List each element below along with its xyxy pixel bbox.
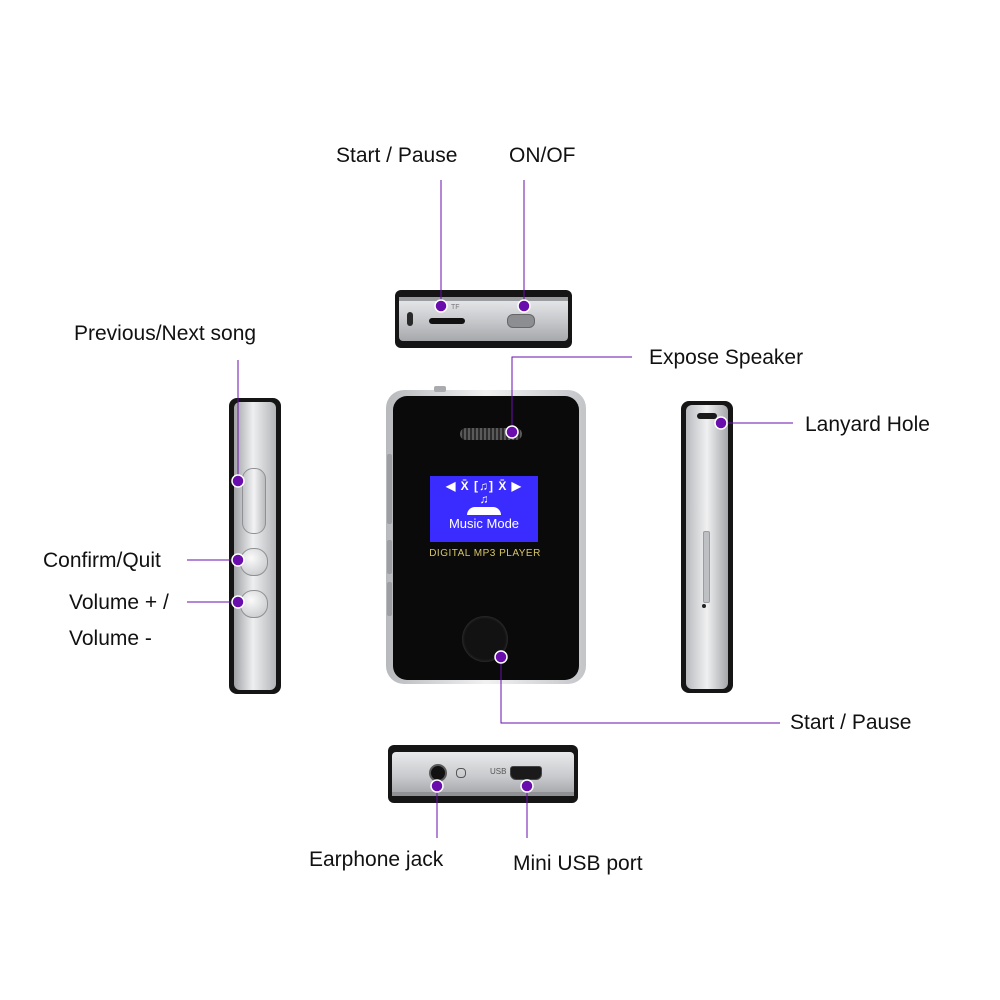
label-start-pause-top: Start / Pause — [336, 144, 458, 167]
side-seam — [703, 531, 710, 603]
label-volume-plus: Volume + / — [69, 591, 169, 614]
front-start-pause-button[interactable] — [462, 616, 508, 662]
screen-icon-row: ◀ X̄ [♫] X̄ ▶ — [446, 479, 522, 493]
top-view-device: TF — [395, 290, 572, 348]
label-expose-speaker: Expose Speaker — [649, 346, 804, 369]
right-side-device — [681, 401, 733, 693]
headphone-icon — [456, 768, 466, 778]
screen-base-shape — [467, 507, 501, 515]
brand-text: DIGITAL MP3 PLAYER — [429, 548, 541, 559]
tf-card-slot[interactable] — [429, 318, 465, 324]
bottom-view-device: USB — [388, 745, 578, 803]
prev-next-rocker[interactable] — [242, 468, 266, 534]
confirm-quit-button[interactable] — [240, 548, 268, 576]
mini-usb-port[interactable] — [510, 766, 542, 780]
label-previous-next-song: Previous/Next song — [74, 322, 257, 345]
front-device: ◀ X̄ [♫] X̄ ▶ ♫ Music Mode DIGITAL MP3 P… — [386, 386, 586, 686]
label-earphone-jack: Earphone jack — [309, 848, 444, 871]
tf-slot-mark: TF — [451, 304, 460, 311]
lcd-screen: ◀ X̄ [♫] X̄ ▶ ♫ Music Mode — [430, 476, 538, 542]
bottom-view-body — [388, 745, 578, 803]
music-note-icon: ♫ — [479, 492, 489, 506]
label-lanyard-hole: Lanyard Hole — [805, 413, 930, 436]
label-confirm-quit: Confirm/Quit — [43, 549, 161, 572]
lanyard-hole — [697, 413, 717, 419]
earphone-jack[interactable] — [429, 764, 447, 782]
usb-mark: USB — [490, 767, 507, 776]
screen-mode-text: Music Mode — [448, 516, 520, 531]
left-side-body — [229, 398, 281, 694]
reset-dot — [702, 604, 706, 608]
label-mini-usb-port: Mini USB port — [513, 852, 643, 875]
speaker-grille — [460, 428, 522, 440]
label-on-off: ON/OF — [509, 144, 576, 167]
volume-button[interactable] — [240, 590, 268, 618]
label-start-pause-front: Start / Pause — [790, 711, 912, 734]
top-view-body — [395, 290, 572, 348]
label-volume-minus: Volume - — [69, 627, 152, 650]
on-off-switch[interactable] — [507, 314, 535, 328]
left-side-device — [229, 398, 281, 694]
